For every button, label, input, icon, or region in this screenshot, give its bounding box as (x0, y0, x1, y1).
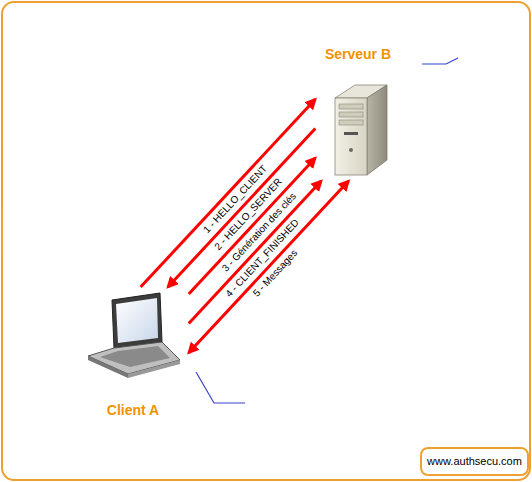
message-arrow (189, 181, 349, 353)
host-label: Serveur B (325, 46, 391, 62)
message-arrow (168, 129, 315, 287)
host-label: Client A (107, 402, 159, 418)
site-url: www.authsecu.com (427, 455, 522, 467)
server-node: Serveur B (318, 46, 398, 178)
decor-line (196, 372, 245, 403)
laptop-icon (88, 293, 180, 378)
client-node: Client A (80, 290, 186, 418)
server-icon (335, 85, 387, 175)
site-box: www.authsecu.com (420, 447, 529, 476)
decor-line (422, 58, 458, 64)
